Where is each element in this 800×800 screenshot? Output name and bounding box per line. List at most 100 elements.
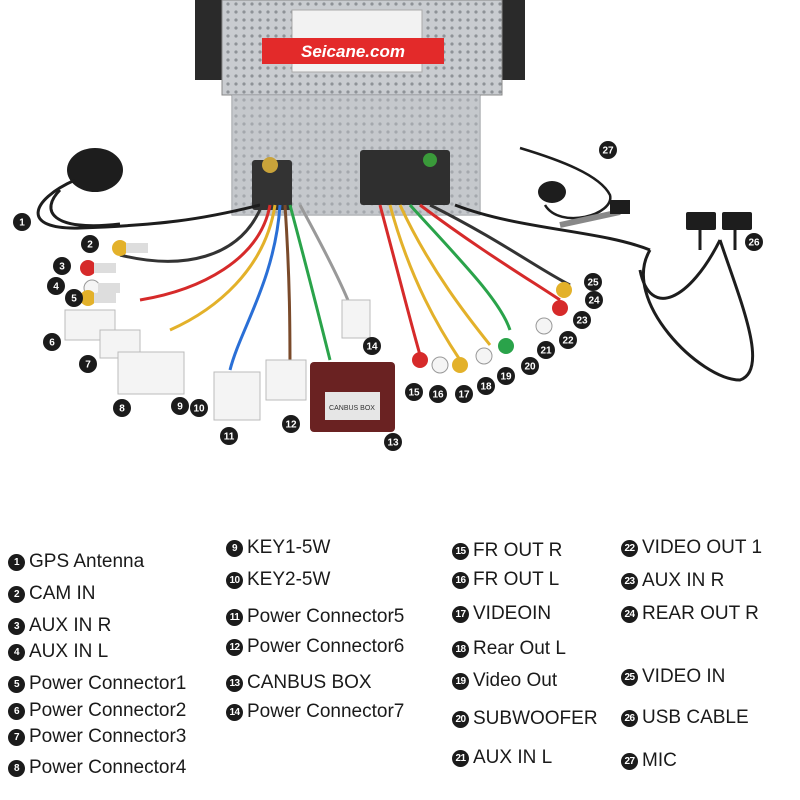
callout-7: 7 [79,355,97,373]
legend-label: USB CABLE [642,707,749,728]
legend-label: Power Connector5 [247,606,405,627]
legend-number-badge: 1 [8,553,25,571]
white-connectors [64,299,371,421]
legend-label: FR OUT R [473,540,563,561]
legend-label: SUBWOOFER [473,708,598,729]
callout-12: 12 [282,415,300,433]
legend-label: Power Connector2 [29,700,187,721]
legend-number-badge: 26 [621,709,638,727]
callout-18: 18 [477,377,495,395]
callout-13: 13 [384,433,402,451]
callout-16: 16 [429,385,447,403]
callout-number: 9 [177,402,183,413]
usb-connectors [686,212,752,250]
legend-label: Power Connector4 [29,757,187,778]
legend-number-badge: 13 [226,674,243,692]
canbus-box: CANBUS BOX [310,362,395,432]
callout-number: 20 [524,362,536,373]
callout-number: 24 [588,296,600,307]
callout-number: 26 [748,238,760,249]
callout-2: 2 [81,235,99,253]
callout-number: 17 [458,390,470,401]
callout-14: 14 [363,337,381,355]
legend-label: Video Out [473,670,558,691]
callout-27: 27 [599,141,617,159]
wiring-diagram: Seicane.com [13,0,763,451]
callout-number: 13 [387,438,399,449]
legend-label: VIDEOIN [473,603,552,624]
callout-number: 4 [53,282,59,293]
callout-20: 20 [521,357,539,375]
legend-number-badge: 14 [226,703,243,721]
callout-19: 19 [497,367,515,385]
callout-21: 21 [537,341,555,359]
callout-6: 6 [43,333,61,351]
callout-1: 1 [13,213,31,231]
legend-label: KEY1-5W [247,537,331,558]
callout-number: 12 [285,420,297,431]
callout-number: 16 [432,390,444,401]
callout-15: 15 [405,383,423,401]
callout-23: 23 [573,311,591,329]
legend-label: AUX IN L [473,747,553,768]
legend-label: Power Connector1 [29,673,187,694]
callout-number: 23 [576,316,588,327]
legend-number-badge: 7 [8,728,25,746]
microphone [519,146,630,228]
callout-number: 14 [366,342,378,353]
legend-number-badge: 22 [621,539,638,557]
legend-label: MIC [642,750,677,771]
callout-number: 21 [540,346,552,357]
legend-number-badge: 3 [8,617,25,635]
legend-label: Power Connector7 [247,701,405,722]
legend-number-badge: 21 [452,749,469,767]
callout-number: 25 [587,278,599,289]
legend-number-badge: 9 [226,539,243,557]
callout-4: 4 [47,277,65,295]
legend-label: VIDEO OUT 1 [642,537,763,558]
callout-number: 27 [602,146,614,157]
callout-number: 5 [71,294,77,305]
callout-number: 22 [562,336,574,347]
head-unit-chassis: Seicane.com [195,0,525,216]
gps-antenna [36,148,261,230]
callout-24: 24 [585,291,603,309]
legend-number-badge: 20 [452,710,469,728]
legend-number-badge: 8 [8,759,25,777]
brand-label: Seicane.com [301,42,405,61]
legend-number-badge: 16 [452,571,469,589]
legend-number-badge: 25 [621,668,638,686]
legend-number-badge: 2 [8,585,25,603]
callout-22: 22 [559,331,577,349]
legend-number-badge: 27 [621,752,638,770]
callout-number: 15 [408,388,420,399]
callout-11: 11 [220,427,238,445]
callout-number: 2 [87,240,93,251]
legend-label: VIDEO IN [642,666,726,687]
legend-label: CAM IN [29,583,96,604]
callout-26: 26 [745,233,763,251]
legend-number-badge: 6 [8,702,25,720]
callout-25: 25 [584,273,602,291]
legend-number-badge: 18 [452,640,469,658]
legend-number-badge: 15 [452,542,469,560]
callout-number: 1 [19,218,25,229]
callout-number: 7 [85,360,91,371]
legend-label: FR OUT L [473,569,560,590]
legend-label: Rear Out L [473,638,566,659]
